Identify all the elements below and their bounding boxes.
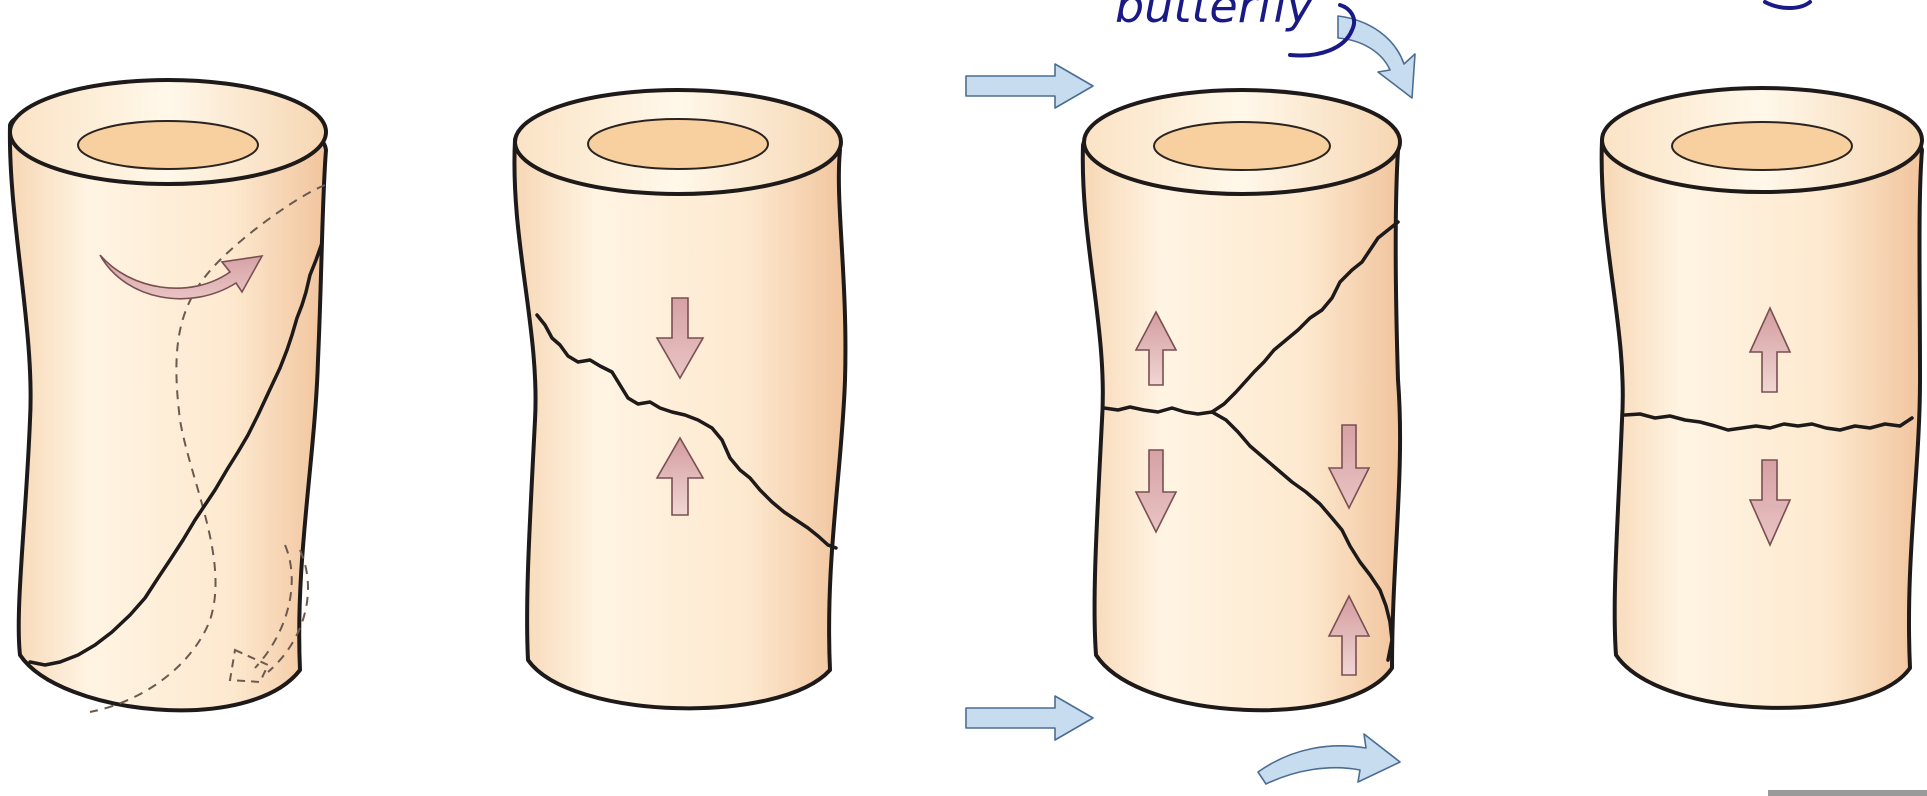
bone-oblique-fracture [514, 90, 845, 708]
medullary-canal [588, 119, 768, 169]
handwritten-butterfly-label: butterfly [1115, 0, 1314, 33]
corner-fragment [1768, 790, 1927, 796]
bone-transverse-fracture [1602, 2, 1922, 708]
bending-force-arrow-bottom [966, 696, 1093, 740]
medullary-canal [1672, 122, 1852, 170]
rotation-arrow-top [1338, 16, 1415, 98]
rotation-arrow-bottom [1258, 734, 1400, 784]
bone-spiral-fracture [10, 80, 326, 712]
bending-force-arrow-top [966, 64, 1093, 108]
medullary-canal [78, 121, 258, 169]
medullary-canal [1154, 122, 1330, 170]
bone-butterfly-fracture: butterfly [966, 0, 1415, 784]
handwritten-mark [1765, 2, 1810, 8]
